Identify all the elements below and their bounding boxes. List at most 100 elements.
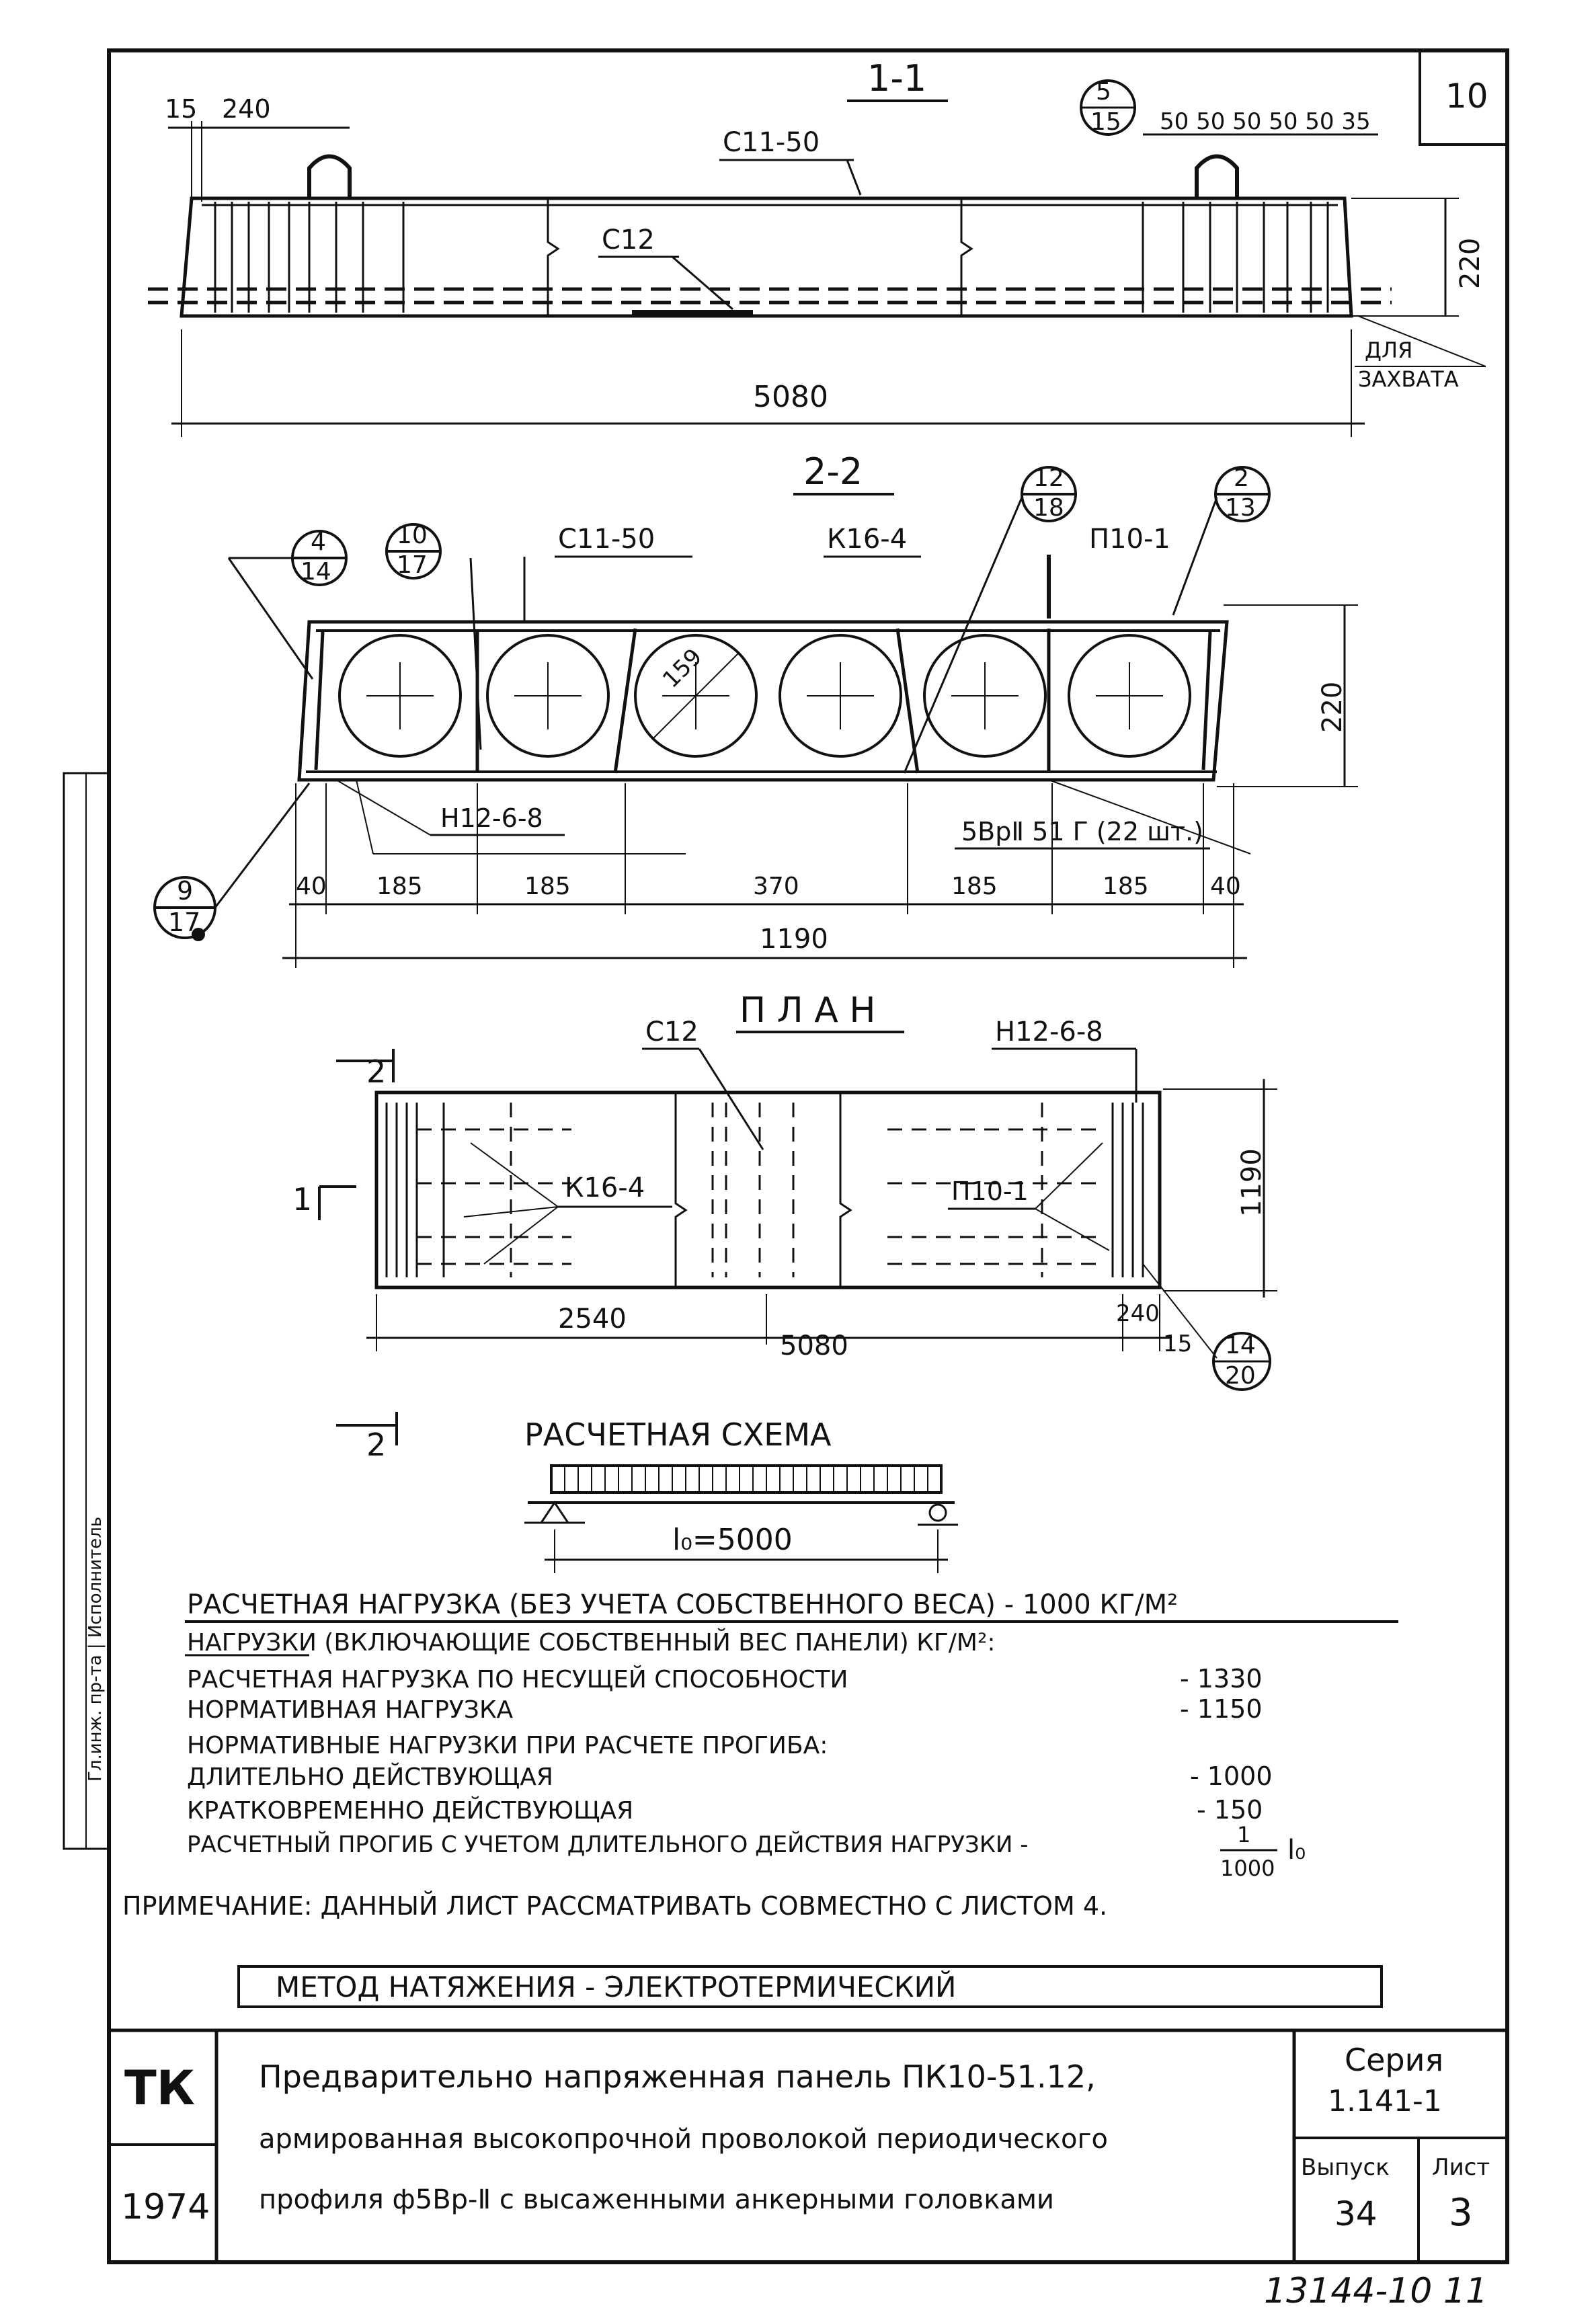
- callout-14-num: 14: [1225, 1332, 1256, 1359]
- width-1190-s2: 1190: [760, 924, 828, 955]
- dim-370: 370: [753, 873, 799, 900]
- width-1190-plan: 1190: [1236, 1148, 1267, 1217]
- label-n12-plan: Н12-6-8: [995, 1017, 1103, 1047]
- method-box: [237, 1965, 1383, 2008]
- callout-10-num: 10: [397, 522, 428, 549]
- label-c12-plan: С12: [645, 1017, 699, 1047]
- load-row-1-value: - 1330: [1180, 1664, 1263, 1694]
- dim-185-a: 185: [376, 873, 423, 900]
- callout-2-den: 13: [1225, 494, 1256, 522]
- note: ПРИМЕЧАНИЕ: ДАННЫЙ ЛИСТ РАССМАТРИВАТЬ СО…: [122, 1891, 1107, 1921]
- deflection-den: 1000: [1220, 1856, 1275, 1881]
- callout-5-num: 5: [1096, 78, 1111, 106]
- label-k16-4-plan: К16-4: [565, 1172, 645, 1203]
- title-line-3: профиля ф5Вр-Ⅱ с высаженными анкерными г…: [259, 2184, 1054, 2215]
- section-2-2: 2-2 4 14 10 17 12 18 2 13 9 17 С11-50: [153, 450, 1358, 968]
- title-block: ТК 1974 Предварительно напряженная панел…: [109, 2028, 1507, 2262]
- label-c11-50-s2: С11-50: [558, 524, 655, 555]
- lifting-loop-left: [307, 154, 352, 198]
- dims-right: 50 50 50 50 50 35: [1160, 108, 1371, 135]
- cut-2-top: 2: [366, 1053, 386, 1090]
- dim-185-b: 185: [524, 873, 571, 900]
- sheet-label: Лист: [1432, 2154, 1490, 2181]
- label-c11-50-s1: С11-50: [723, 127, 820, 158]
- grip-note-1: ДЛЯ: [1365, 337, 1412, 363]
- org-code: ТК: [124, 2061, 195, 2116]
- panel-cross-section: [297, 620, 1229, 782]
- deflection-unit: l₀: [1287, 1835, 1306, 1866]
- dim-185-d: 185: [1103, 873, 1149, 900]
- wire-label: 5ВрⅡ 51 Г (22 шт.): [961, 817, 1203, 846]
- callout-10-den: 17: [397, 551, 428, 579]
- deflection-label: РАСЧЕТНЫЙ ПРОГИБ С УЧЕТОМ ДЛИТЕЛЬНОГО ДЕ…: [187, 1831, 1028, 1858]
- issue-value: 34: [1334, 2194, 1378, 2233]
- loads-subheading: НАГРУЗКИ (ВКЛЮЧАЮЩИЕ СОБСТВЕННЫЙ ВЕС ПАН…: [187, 1628, 996, 1657]
- load-row-5-label: КРАТКОВРЕМЕННО ДЕЙСТВУЮЩАЯ: [187, 1796, 633, 1825]
- dim-15: 15: [165, 94, 197, 124]
- load-row-5-value: - 150: [1197, 1795, 1263, 1825]
- dim-240-plan: 240: [1116, 1300, 1160, 1327]
- dim-185-c: 185: [951, 873, 998, 900]
- label-n12-6-8-s2: Н12-6-8: [440, 803, 543, 833]
- voids: [338, 634, 1191, 758]
- lifting-loop-right: [1195, 154, 1239, 198]
- section-1-1: 1-1 15 240 5 15 50 50 50 50 50 35 С11-50…: [148, 57, 1486, 437]
- grip-note-2: ЗАХВАТА: [1358, 366, 1459, 392]
- callout-4-den: 14: [301, 558, 331, 586]
- label-c12-s1: С12: [602, 225, 655, 255]
- scheme-title: РАСЧЕТНАЯ СХЕМА: [524, 1417, 832, 1453]
- cut-2-bottom: 2: [366, 1427, 386, 1463]
- plan-view: П Л А Н С12 Н12-6-8 2 1 2: [292, 990, 1277, 1463]
- hole-diameter: 159: [657, 643, 707, 693]
- loads-heading: РАСЧЕТНАЯ НАГРУЗКА (БЕЗ УЧЕТА СОБСТВЕННО…: [187, 1589, 1178, 1620]
- height-220-s2: 220: [1317, 682, 1348, 733]
- dim-15-plan: 15: [1163, 1330, 1192, 1357]
- corner-number: 10: [1445, 77, 1488, 116]
- plan-title: П Л А Н: [740, 990, 875, 1031]
- dim-40-left: 40: [296, 873, 327, 900]
- label-p10-1-s2: П10-1: [1089, 524, 1170, 555]
- beam-outline: [179, 196, 1353, 318]
- callout-2-num: 2: [1234, 465, 1249, 492]
- dim-240: 240: [222, 94, 271, 124]
- series-value: 1.141-1: [1328, 2084, 1442, 2118]
- method-text: МЕТОД НАТЯЖЕНИЯ - ЭЛЕКТРОТЕРМИЧЕСКИЙ: [276, 1970, 956, 2003]
- callout-12-num: 12: [1033, 465, 1064, 492]
- load-row-2-value: - 1150: [1180, 1694, 1263, 1724]
- label-k16-4-s2: К16-4: [827, 524, 907, 555]
- dim-5080-plan: 5080: [780, 1330, 848, 1361]
- callout-12-den: 18: [1033, 494, 1064, 522]
- height-220-s1: 220: [1455, 238, 1486, 289]
- section-2-title: 2-2: [803, 450, 863, 493]
- title-line-2: армированная высокопрочной проволокой пе…: [259, 2124, 1108, 2155]
- label-p10-1-plan: П10-1: [951, 1177, 1029, 1206]
- title-line-1: Предварительно напряженная панель ПК10-5…: [259, 2059, 1096, 2095]
- section-1-title: 1-1: [867, 57, 926, 99]
- plan-outline: [374, 1090, 1162, 1289]
- callout-4-num: 4: [311, 528, 326, 556]
- loads-block: РАСЧЕТНАЯ НАГРУЗКА (БЕЗ УЧЕТА СОБСТВЕННО…: [122, 1589, 1398, 1921]
- side-stamp-text: Гл.инж. пр-та | Исполнитель: [85, 1517, 106, 1782]
- load-row-3-label: НОРМАТИВНЫЕ НАГРУЗКИ ПРИ РАСЧЕТЕ ПРОГИБА…: [187, 1732, 828, 1759]
- length-5080-s1: 5080: [753, 380, 828, 414]
- corner-box: [1419, 50, 1507, 146]
- load-row-4-label: ДЛИТЕЛЬНО ДЕЙСТВУЮЩАЯ: [187, 1763, 553, 1791]
- year: 1974: [121, 2187, 210, 2227]
- dim-40-right: 40: [1210, 873, 1241, 900]
- bottom-number: 13144-10 11: [1264, 2271, 1488, 2310]
- callout-14-den: 20: [1225, 1362, 1256, 1390]
- scheme-span: l₀=5000: [672, 1523, 793, 1557]
- dim-2540: 2540: [558, 1304, 627, 1335]
- sheet-value: 3: [1449, 2191, 1473, 2235]
- series-label: Серия: [1345, 2042, 1443, 2078]
- load-row-2-label: НОРМАТИВНАЯ НАГРУЗКА: [187, 1696, 514, 1724]
- cut-1: 1: [292, 1181, 312, 1218]
- design-scheme: РАСЧЕТНАЯ СХЕМА l₀=5000: [524, 1417, 958, 1573]
- callout-9-num: 9: [177, 876, 193, 906]
- load-row-1-label: РАСЧЕТНАЯ НАГРУЗКА ПО НЕСУЩЕЙ СПОСОБНОСТ…: [187, 1665, 848, 1694]
- load-row-4-value: - 1000: [1190, 1761, 1273, 1791]
- deflection-num: 1: [1237, 1822, 1250, 1847]
- callout-5-den: 15: [1090, 108, 1121, 136]
- issue-label: Выпуск: [1301, 2154, 1390, 2181]
